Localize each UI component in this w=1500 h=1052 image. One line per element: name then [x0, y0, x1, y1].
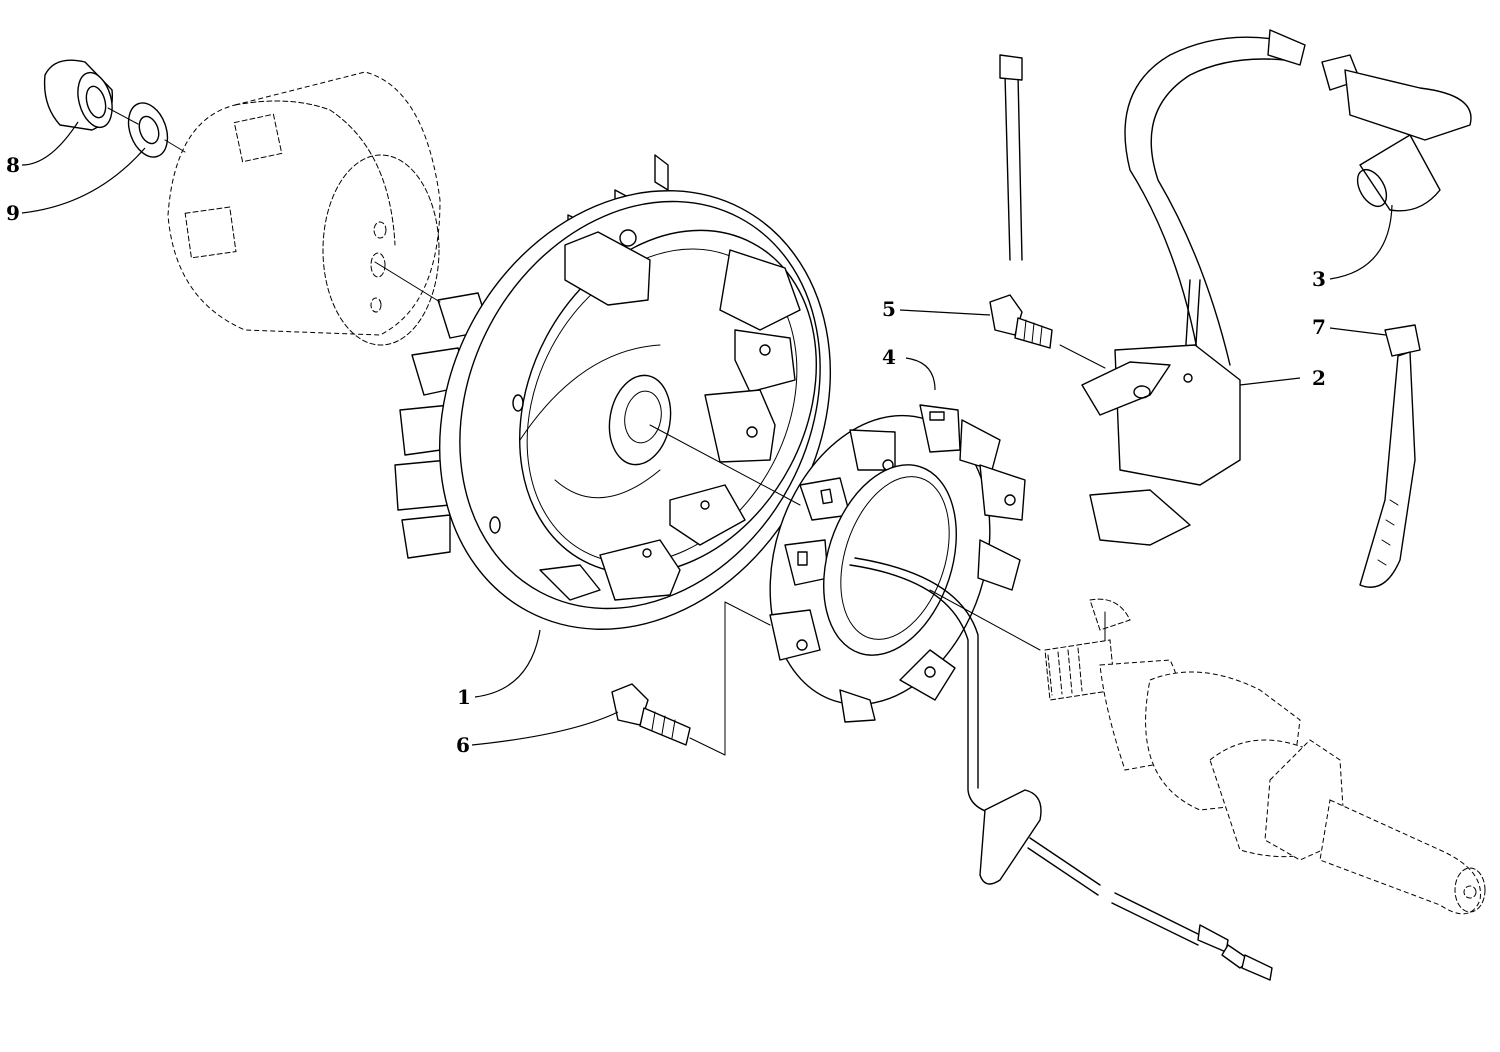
stator	[769, 404, 1026, 723]
starter-cup-reference	[167, 71, 441, 346]
flywheel-nut	[43, 59, 114, 131]
assembly-centerlines	[107, 107, 1106, 756]
callout-label-9: 9	[6, 201, 20, 225]
spark-plug-boot	[1321, 54, 1472, 212]
bolt-5	[989, 294, 1053, 349]
callout-label-1: 1	[457, 685, 471, 709]
callout-label-6: 6	[456, 733, 470, 757]
callout-label-3: 3	[1312, 267, 1326, 291]
flywheel	[394, 154, 831, 630]
cable-tie	[1359, 324, 1421, 588]
callout-label-8: 8	[6, 153, 20, 177]
callout-label-7: 7	[1312, 315, 1326, 339]
callout-label-2: 2	[1312, 366, 1326, 390]
callout-leaders	[21, 121, 1393, 746]
bolt-6	[611, 683, 691, 746]
callout-labels: 8 9 1 6 4 5 2 3 7	[6, 153, 1326, 757]
ignition-coil	[999, 29, 1306, 546]
crankshaft-reference	[1044, 598, 1486, 915]
callout-label-5: 5	[882, 297, 896, 321]
callout-label-4: 4	[882, 345, 896, 369]
stator-wire-harness	[849, 557, 1273, 981]
flywheel-washer	[127, 102, 169, 158]
